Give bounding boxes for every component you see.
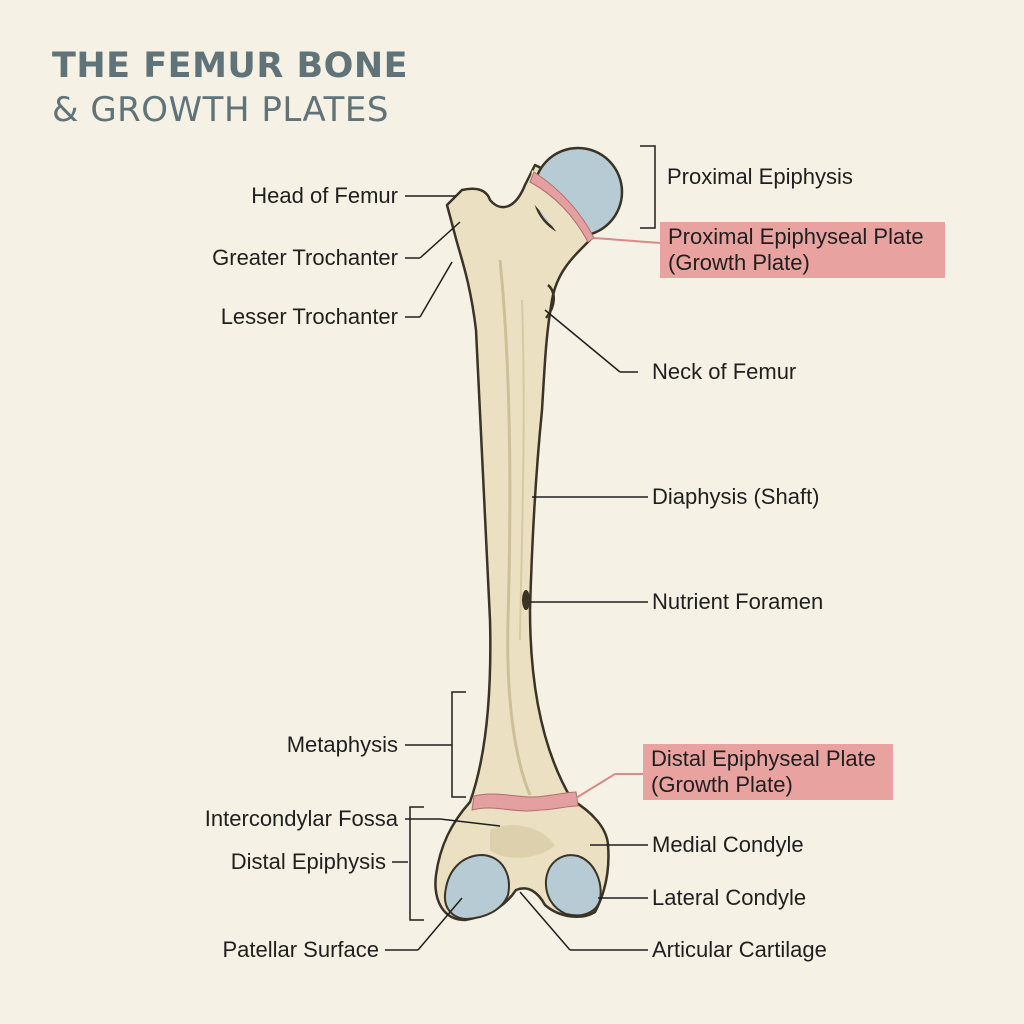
- label-patellar-surface: Patellar Surface: [222, 937, 379, 962]
- shaft-shading: [498, 259, 532, 796]
- distal-plate-line-2: (Growth Plate): [651, 772, 793, 797]
- label-neck-of-femur: Neck of Femur: [652, 359, 797, 384]
- intercondylar-fossa-shading: [490, 825, 555, 858]
- label-medial-condyle: Medial Condyle: [652, 832, 804, 857]
- label-diaphysis: Diaphysis (Shaft): [652, 484, 820, 509]
- label-greater-trochanter: Greater Trochanter: [212, 245, 398, 270]
- label-intercondylar-fossa: Intercondylar Fossa: [204, 806, 398, 831]
- proximal-growth-plate: [529, 171, 595, 243]
- growth-plate-leaders: [575, 237, 661, 799]
- label-head-of-femur: Head of Femur: [251, 183, 398, 208]
- nutrient-foramen: [522, 590, 530, 610]
- leader-lines: [385, 195, 648, 951]
- bracket-distal-epiphysis: [409, 806, 424, 921]
- distal-plate-line-1: Distal Epiphyseal Plate: [651, 746, 877, 771]
- bracket-proximal-epiphysis: [640, 145, 656, 229]
- label-articular-cartilage: Articular Cartilage: [652, 937, 827, 962]
- label-proximal-epiphyseal-plate: Proximal Epiphyseal Plate (Growth Plate): [660, 222, 945, 278]
- proximal-plate-line-2: (Growth Plate): [668, 250, 810, 275]
- label-distal-epiphyseal-plate: Distal Epiphyseal Plate (Growth Plate): [643, 744, 893, 800]
- medial-condyle-cartilage: [443, 853, 510, 921]
- proximal-plate-line-1: Proximal Epiphyseal Plate: [668, 224, 924, 249]
- brackets: [409, 145, 656, 921]
- shaft-shading-2: [519, 299, 525, 641]
- lesser-trochanter-bump: [545, 284, 555, 319]
- label-distal-epiphysis: Distal Epiphysis: [230, 849, 386, 874]
- label-nutrient-foramen: Nutrient Foramen: [652, 589, 824, 614]
- label-metaphysis: Metaphysis: [286, 732, 398, 757]
- label-lesser-trochanter: Lesser Trochanter: [220, 304, 398, 329]
- bracket-metaphysis: [451, 691, 466, 798]
- title-line-2: & GROWTH PLATES: [52, 90, 389, 130]
- lateral-condyle-cartilage: [544, 854, 602, 917]
- title-line-1: THE FEMUR BONE: [52, 46, 409, 86]
- distal-growth-plate: [471, 791, 579, 812]
- label-proximal-epiphysis: Proximal Epiphysis: [667, 164, 853, 189]
- label-lateral-condyle: Lateral Condyle: [652, 885, 807, 910]
